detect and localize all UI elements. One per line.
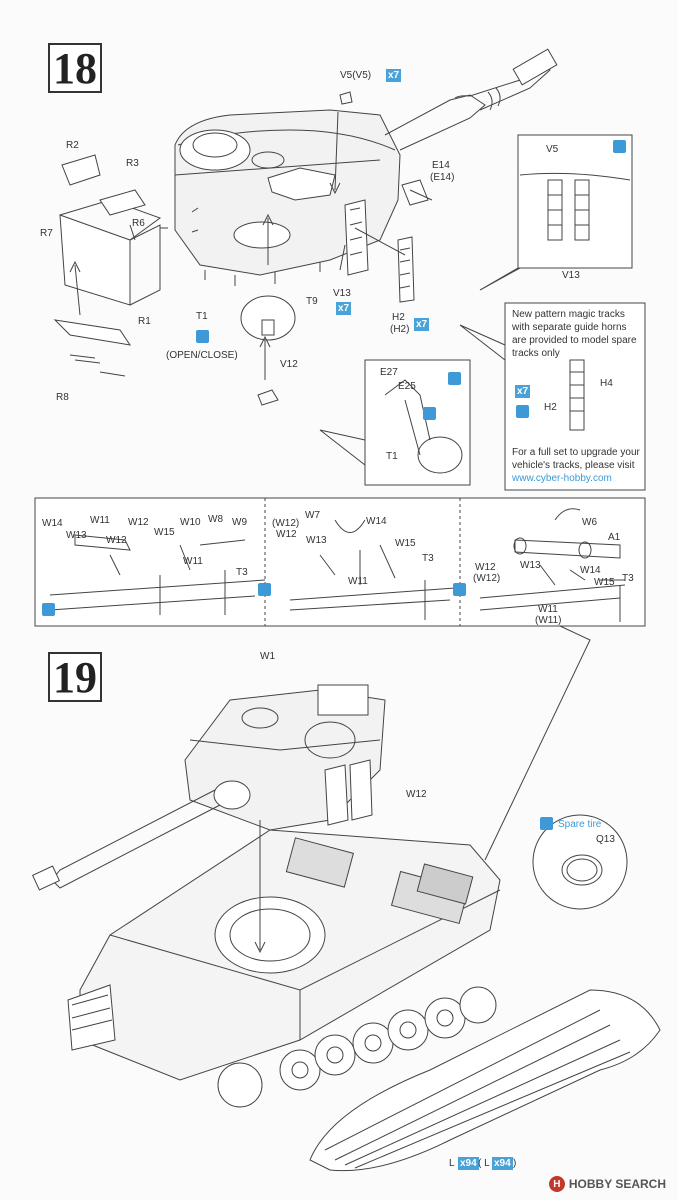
panel-c-w15: W15 <box>594 577 615 588</box>
panel-b-w12p: (W12) <box>272 518 300 529</box>
panel-c-t3: T3 <box>622 573 634 584</box>
quantity-badge-x7: x7 <box>515 385 531 398</box>
panel-a-w15: W15 <box>154 527 175 538</box>
website-link[interactable]: www.cyber-hobby.com <box>512 473 612 484</box>
panel-b-w12: W12 <box>276 529 297 540</box>
do-not-glue-icon <box>423 407 436 420</box>
step-number-18: 18 <box>48 43 102 93</box>
note-line-2: with separate guide horns <box>512 322 627 333</box>
watermark-text: HOBBY SEARCH <box>568 1177 666 1191</box>
panel-c-w14: W14 <box>580 565 601 576</box>
track-label-l: L <box>449 1158 455 1169</box>
part-label-e14-alt: (E14) <box>430 172 455 183</box>
part-label-r2: R2 <box>66 140 79 151</box>
panel-a-w8: W8 <box>208 514 223 525</box>
detail-label-e27: E27 <box>380 367 398 378</box>
panel-a-w12b: W12 <box>128 517 149 528</box>
panel-c-w6: W6 <box>582 517 597 528</box>
part-label-w12: W12 <box>406 789 427 800</box>
part-label-t9: T9 <box>306 296 318 307</box>
glue-icon <box>540 817 553 830</box>
panel-a-w11: W11 <box>90 515 110 526</box>
hobby-search-logo-icon: H <box>548 1176 565 1192</box>
quantity-badge-l-alt: x94 <box>492 1157 513 1170</box>
note-line-6: vehicle's tracks, please visit <box>512 460 635 471</box>
glue-icon <box>516 405 529 418</box>
part-label-r3: R3 <box>126 158 139 169</box>
detail-label-t1: T1 <box>386 451 398 462</box>
panel-b-w15: W15 <box>395 538 416 549</box>
open-close-icon <box>196 330 209 343</box>
part-label-v12: V12 <box>280 359 298 370</box>
panel-a-w12: W12 <box>106 535 127 546</box>
part-label-h2: H2 <box>392 312 405 323</box>
panel-a-w13: W13 <box>66 530 87 541</box>
note-line-1: New pattern magic tracks <box>512 309 625 320</box>
note-label-h2: H2 <box>544 402 557 413</box>
step-number-19: 19 <box>48 652 102 702</box>
part-label-q13: Q13 <box>596 834 615 845</box>
part-label-h2-alt: (H2) <box>390 324 410 335</box>
glue-icon <box>42 603 55 616</box>
part-label-v13: V13 <box>333 288 351 299</box>
note-line-3: are provided to model spare <box>512 335 637 346</box>
panel-b-w14: W14 <box>366 516 387 527</box>
panel-c-w12p: (W12) <box>473 573 501 584</box>
note-line-4: tracks only <box>512 348 560 359</box>
quantity-badge-v5: x7 <box>386 69 402 82</box>
panel-a-w11b: W11 <box>183 556 203 567</box>
hobby-search-watermark: H HOBBY SEARCH <box>548 1176 666 1192</box>
quantity-badge-v13: x7 <box>336 302 352 315</box>
panel-b-w13: W13 <box>306 535 327 546</box>
note-line-5: For a full set to upgrade your <box>512 447 640 458</box>
note-label-h4: H4 <box>600 378 613 389</box>
panel-b-w7: W7 <box>305 510 320 521</box>
panel-c-w13: W13 <box>520 560 541 571</box>
quantity-badge-l: x94 <box>458 1157 479 1170</box>
track-label-l-alt-close: ) <box>513 1158 517 1169</box>
detail-label-v5: V5 <box>546 144 559 155</box>
panel-c-a1: A1 <box>608 532 621 543</box>
part-label-e14: E14 <box>432 160 450 171</box>
part-label-r1: R1 <box>138 316 151 327</box>
glue-icon <box>448 372 461 385</box>
detail-label-e25: E25 <box>398 381 416 392</box>
quantity-badge-h2: x7 <box>414 318 430 331</box>
part-label-r6: R6 <box>132 218 145 229</box>
open-close-icon <box>258 583 271 596</box>
part-label-r7: R7 <box>40 228 53 239</box>
panel-a-w10: W10 <box>180 517 201 528</box>
track-label-l-alt-open: ( L <box>478 1158 490 1169</box>
panel-b-t3: T3 <box>422 553 434 564</box>
spare-tire-label: Spare tire <box>558 819 602 830</box>
panel-b-w11: W11 <box>348 576 368 587</box>
open-close-icon <box>453 583 466 596</box>
panel-c-w11: W11 <box>538 604 558 615</box>
detail-label-v13: V13 <box>562 270 580 281</box>
panel-a-w14: W14 <box>42 518 63 529</box>
part-label-t1: T1 <box>196 311 208 322</box>
open-close-label: (OPEN/CLOSE) <box>166 350 238 361</box>
panel-c-w11p: (W11) <box>535 615 562 626</box>
panel-c-w12: W12 <box>475 562 496 573</box>
part-label-w1: W1 <box>260 651 275 662</box>
panel-a-t3: T3 <box>236 567 248 578</box>
part-label-v5: V5(V5) <box>340 70 372 81</box>
paint-brush-icon <box>613 140 626 153</box>
part-label-r8: R8 <box>56 392 69 403</box>
panel-a-w9: W9 <box>232 517 247 528</box>
